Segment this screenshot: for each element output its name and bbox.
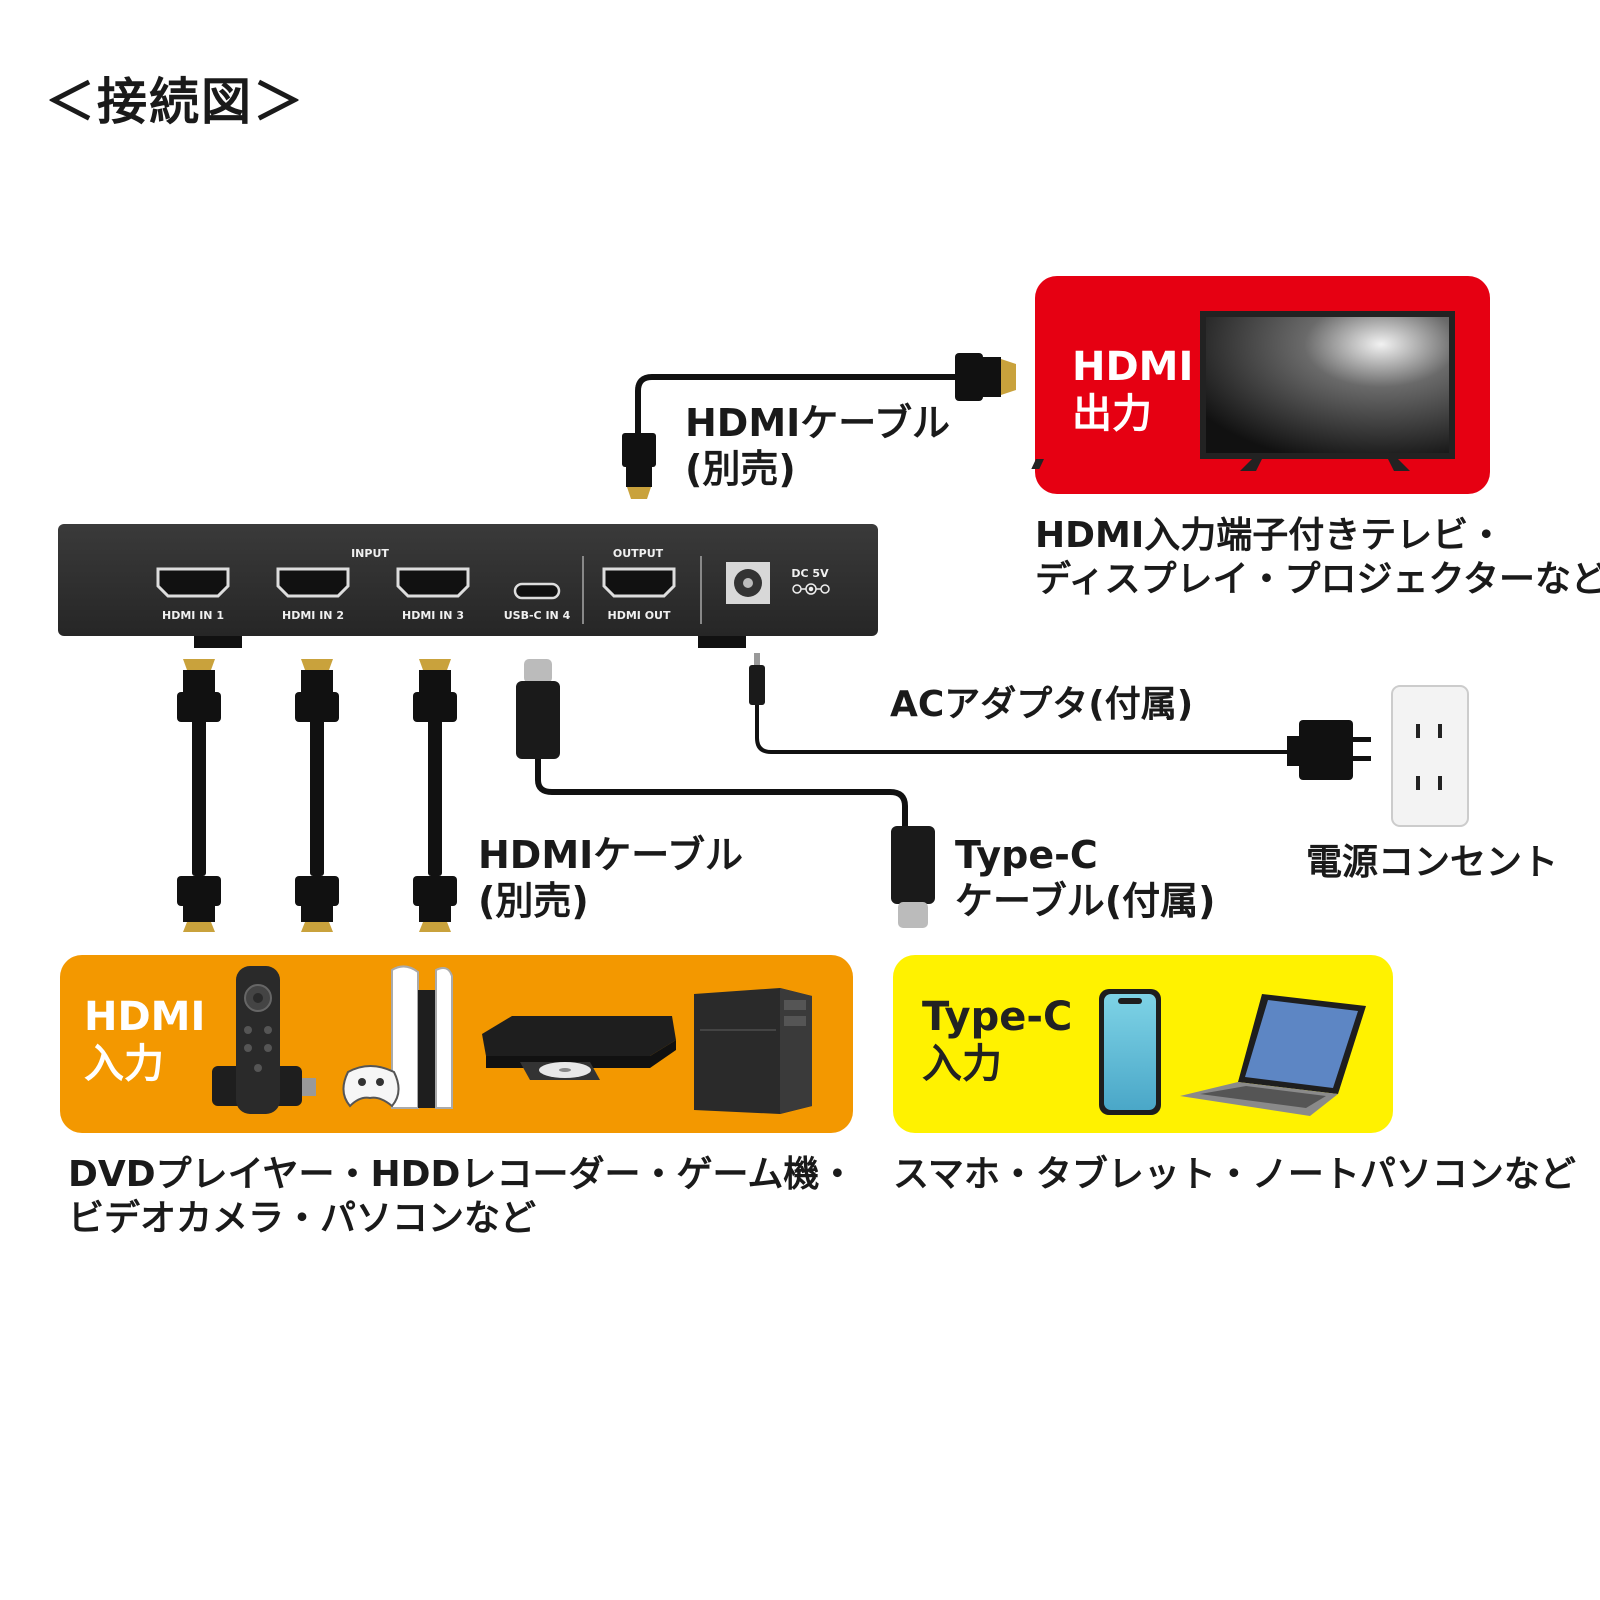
device-divider-1 (582, 556, 584, 624)
polarity-icon (792, 583, 830, 595)
port-label-usb-c-in-4: USB-C IN 4 (503, 609, 571, 622)
device-foot-left (194, 636, 242, 648)
hdmi-input-wire-2 (310, 718, 324, 876)
output-group-label: OUTPUT (612, 547, 664, 560)
hdmi-port-icon (156, 567, 230, 598)
remote-control-icon (236, 966, 280, 1114)
hdmi-input-wire-1 (192, 718, 206, 876)
hdmi-output-panel-label: HDMI 出力 (1072, 344, 1194, 438)
port-label-hdmi-in-2: HDMI IN 2 (282, 609, 344, 622)
device-divider-2 (700, 556, 702, 624)
hdmi-port-icon (602, 567, 676, 598)
typec-cable-label: Type-C ケーブル(付属) (955, 833, 1216, 924)
typec-cable-wire (535, 755, 908, 830)
device-foot-right (698, 636, 746, 648)
dc-jack-icon (726, 562, 770, 604)
power-outlet-icon (1391, 685, 1469, 827)
game-console-icon (391, 965, 453, 1109)
hdmi-input-cable-label: HDMIケーブル (別売) (478, 833, 744, 924)
hdmi-output-wire (635, 374, 958, 440)
diagram-title: ＜接続図＞ (45, 73, 305, 131)
port-label-hdmi-out: HDMI OUT (607, 609, 671, 622)
hdmi-plug-icon (413, 659, 457, 932)
ac-adapter-icon (1287, 720, 1371, 780)
typec-source-description: スマホ・タブレット・ノートパソコンなど (893, 1154, 1576, 1195)
ac-adapter-label: ACアダプタ(付属) (890, 684, 1194, 725)
power-input-label: DC 5V (791, 567, 829, 580)
desktop-pc-icon (694, 988, 812, 1114)
hdmi-plug-icon (295, 659, 339, 932)
hdmi-port-icon (276, 567, 350, 598)
ac-adapter-wire (755, 700, 1300, 754)
usb-c-plug-icon (516, 659, 560, 759)
hdmi-port-icon (396, 567, 470, 598)
smartphone-icon (1099, 989, 1161, 1115)
input-group-label: INPUT (351, 547, 389, 560)
hdmi-output-cable-label: HDMIケーブル (別売) (685, 401, 951, 492)
power-outlet-label: 電源コンセント (1306, 842, 1559, 883)
usb-c-plug-icon (891, 826, 935, 928)
port-label-hdmi-in-1: HDMI IN 1 (162, 609, 224, 622)
hdmi-input-wire-3 (428, 718, 442, 876)
output-device-description: HDMI入力端子付きテレビ・ ディスプレイ・プロジェクターなど (1035, 515, 1600, 600)
game-controller-icon (342, 1065, 400, 1108)
hdmi-source-description: DVDプレイヤー・HDDレコーダー・ゲーム機・ ビデオカメラ・パソコンなど (68, 1154, 856, 1239)
hdmi-plug-icon (177, 659, 221, 932)
disc-player-icon (482, 1016, 676, 1080)
usb-c-port-icon (513, 582, 561, 600)
laptop-icon (1180, 994, 1366, 1116)
port-label-hdmi-in-3: HDMI IN 3 (402, 609, 464, 622)
typec-input-panel-label: Type-C 入力 (922, 994, 1073, 1088)
hdmi-input-panel-label: HDMI 入力 (84, 994, 206, 1088)
dc-plug-icon (749, 653, 765, 705)
